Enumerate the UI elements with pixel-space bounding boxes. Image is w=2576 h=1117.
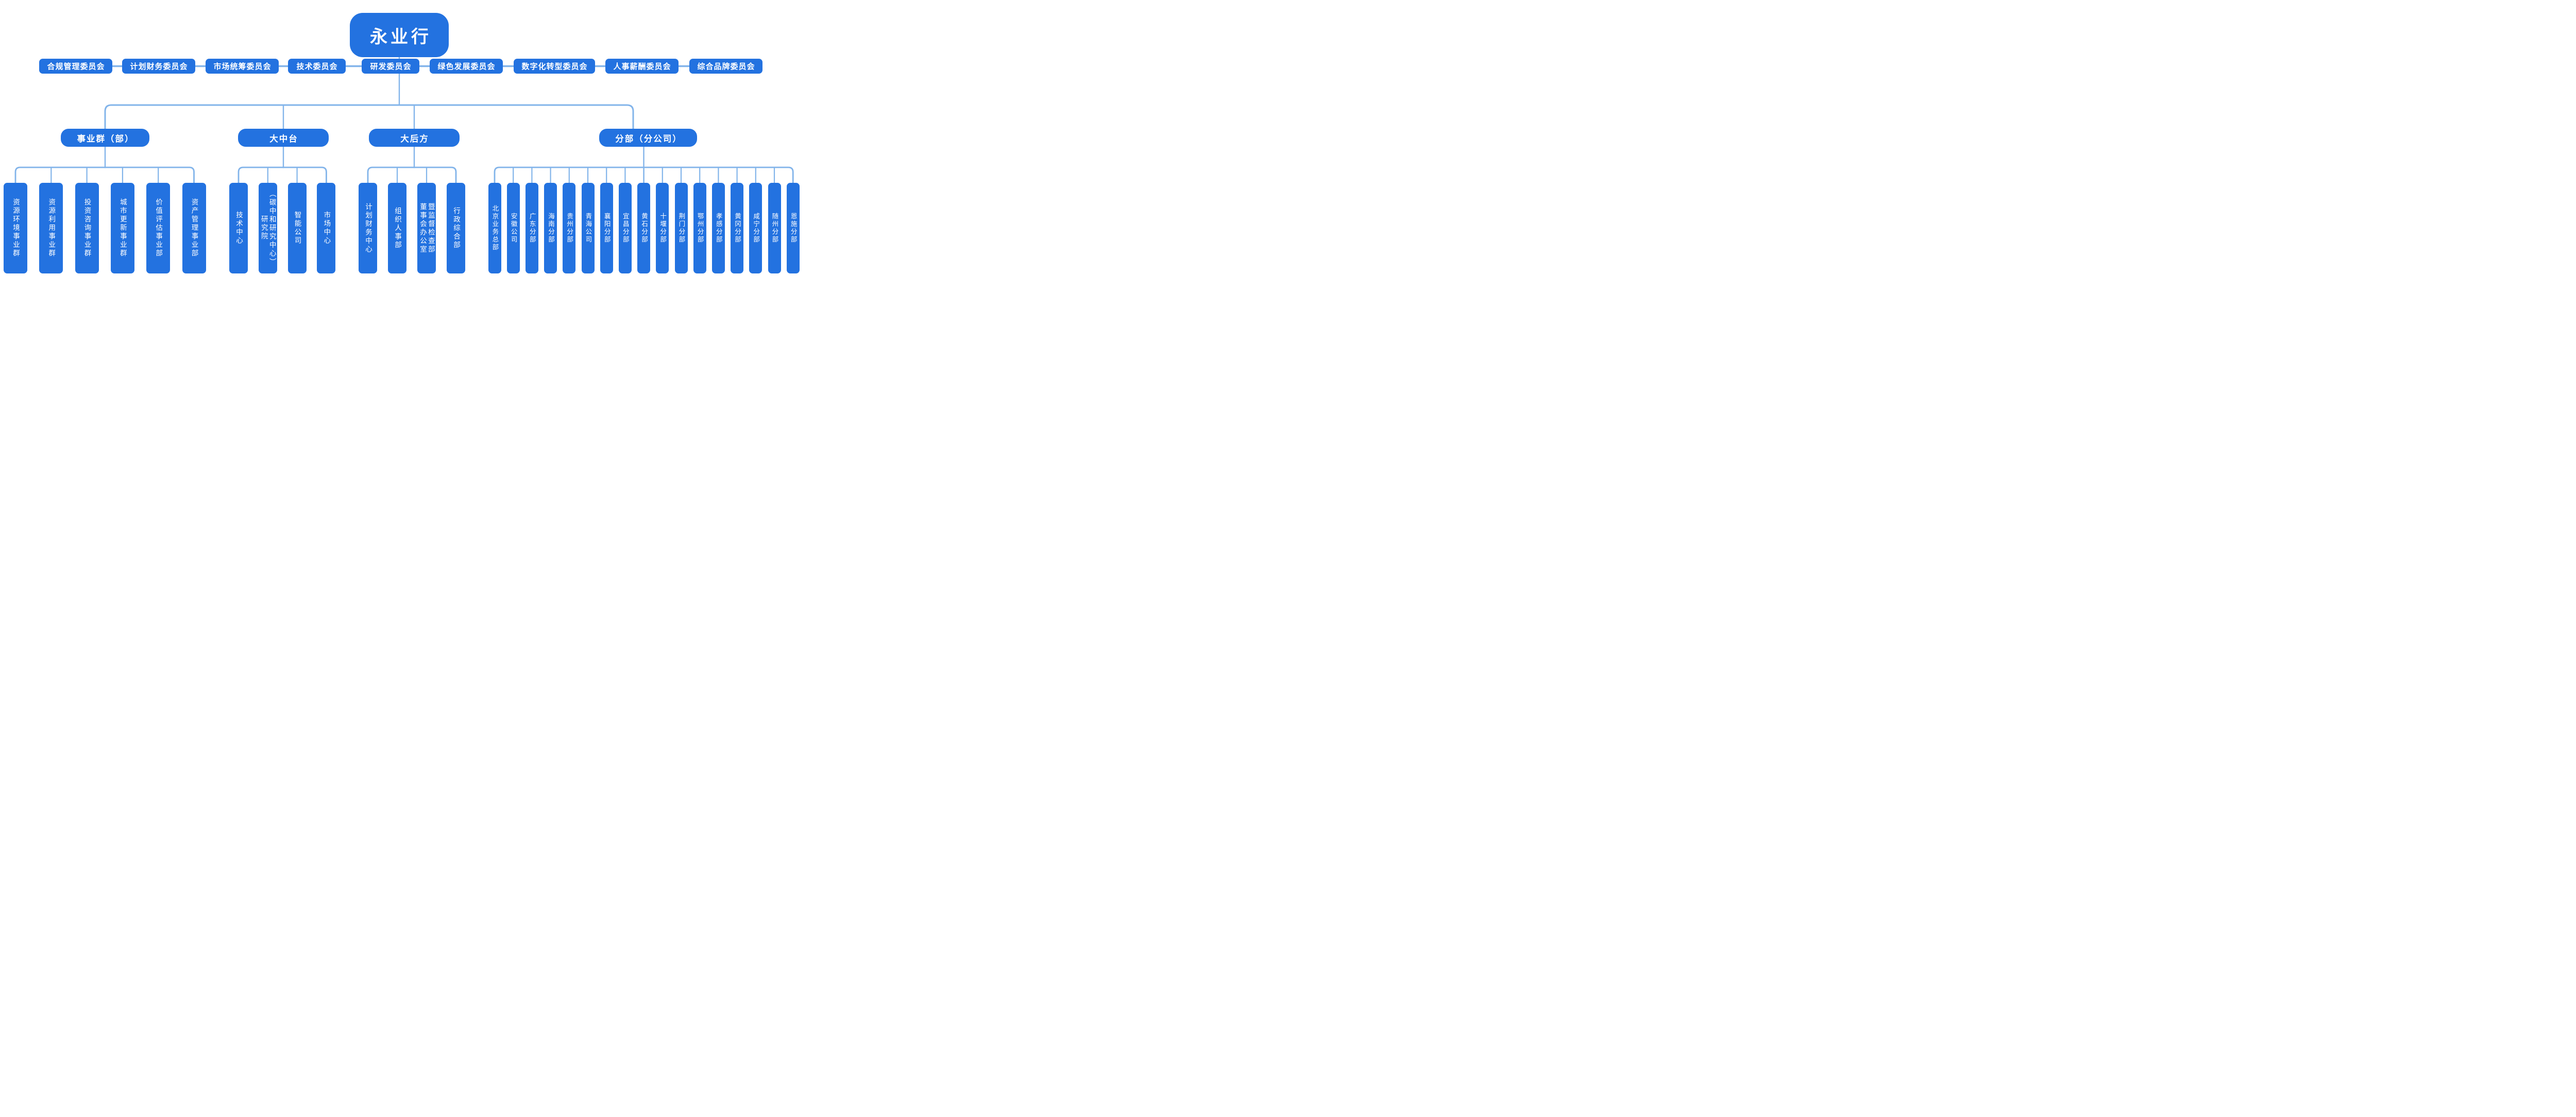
dept-node-label: 董事会办公室 暨监督检查部	[419, 202, 435, 254]
dept-node: 鄂州分部	[693, 183, 706, 273]
dept-node: 组织人事部	[388, 183, 406, 273]
dept-node-label: 资源环境事业群	[11, 198, 20, 258]
dept-node: 市场中心	[317, 183, 336, 273]
committee-node: 绿色发展委员会	[429, 59, 503, 74]
committee-node: 市场统筹委员会	[205, 59, 279, 74]
dept-node: 青海公司	[581, 183, 595, 273]
dept-node: 荆门分部	[674, 183, 688, 273]
dept-node-label: 荆门分部	[677, 213, 685, 244]
dept-node-label: 黄石分部	[640, 213, 648, 244]
dept-node: 广东分部	[525, 183, 538, 273]
dept-node: 城市更新事业群	[110, 183, 134, 273]
dept-node-label: 青海公司	[584, 213, 592, 244]
dept-node-label: 技术中心	[234, 211, 243, 245]
dept-node-label: 随州分部	[771, 213, 778, 244]
committee-node: 数字化转型委员会	[514, 59, 595, 74]
dept-node-label: 资产管理事业部	[190, 198, 198, 258]
dept-node-label: 十堰分部	[659, 213, 667, 244]
dept-node-label: 恩施分部	[789, 213, 797, 244]
dept-node-label: 咸宁分部	[752, 213, 760, 244]
org-node-root: 永业行	[350, 13, 449, 57]
dept-node: 黄石分部	[637, 183, 651, 273]
dept-node-label: 价值评估事业部	[155, 198, 163, 258]
committee-node: 研发委员会	[362, 59, 419, 74]
committee-node: 综合品牌委员会	[689, 59, 763, 74]
dept-node: 价值评估事业部	[146, 183, 171, 273]
dept-node: 资源环境事业群	[4, 183, 27, 273]
dept-node-label: 宜昌分部	[621, 213, 629, 244]
dept-node: 随州分部	[768, 183, 781, 273]
dept-node: 研究院 （碳中和研究中心）	[258, 183, 277, 273]
dept-node: 襄阳分部	[600, 183, 613, 273]
dept-node: 贵州分部	[563, 183, 576, 273]
dept-node-label: 鄂州分部	[696, 213, 704, 244]
dept-node-label: 城市更新事业群	[118, 198, 127, 258]
org-chart: 永业行 合规管理委员会计划财务委员会市场统筹委员会技术委员会 研发委员会绿色发展委…	[0, 0, 802, 279]
dept-node: 资源利用事业群	[39, 183, 63, 273]
group-pill: 大后方	[369, 129, 460, 147]
group-pill: 分部（分公司）	[599, 129, 697, 147]
dept-node: 技术中心	[229, 183, 248, 273]
group-pill: 大中台	[238, 129, 329, 147]
dept-node-label: 组织人事部	[393, 207, 401, 250]
dept-node-label: 海南分部	[547, 213, 554, 244]
dept-node: 黄冈分部	[731, 183, 744, 273]
dept-node-label: 智能公司	[293, 211, 301, 245]
dept-node-label: 襄阳分部	[603, 213, 611, 244]
dept-node-label: 广东分部	[528, 213, 536, 244]
dept-node: 董事会办公室 暨监督检查部	[417, 183, 436, 273]
committee-node: 合规管理委员会	[39, 59, 113, 74]
dept-node: 智能公司	[287, 183, 307, 273]
dept-node: 宜昌分部	[618, 183, 632, 273]
dept-node-label: 计划财务中心	[364, 202, 372, 254]
dept-node: 行政综合部	[447, 183, 465, 273]
dept-node: 投资咨询事业群	[75, 183, 99, 273]
dept-node: 海南分部	[544, 183, 557, 273]
dept-node: 资产管理事业部	[182, 183, 206, 273]
dept-node-label: 资源利用事业群	[47, 198, 56, 258]
dept-node: 孝感分部	[711, 183, 725, 273]
dept-node-label: 黄冈分部	[733, 213, 741, 244]
dept-node-label: 投资咨询事业群	[83, 198, 91, 258]
dept-node: 北京业务总部	[488, 183, 501, 273]
committee-node: 计划财务委员会	[122, 59, 196, 74]
dept-node: 安徽公司	[506, 183, 520, 273]
dept-node-label: 安徽公司	[510, 213, 517, 244]
committee-node: 人事薪酬委员会	[605, 59, 679, 74]
committee-node: 技术委员会	[288, 59, 346, 74]
dept-node: 恩施分部	[786, 183, 800, 273]
group-pill: 事业群（部）	[61, 129, 149, 147]
dept-node: 咸宁分部	[749, 183, 762, 273]
dept-node-label: 孝感分部	[715, 213, 722, 244]
dept-node-label: 市场中心	[323, 211, 331, 245]
dept-node: 计划财务中心	[359, 183, 377, 273]
dept-node-label: 行政综合部	[452, 207, 460, 250]
dept-node-label: 北京业务总部	[491, 205, 499, 251]
dept-node: 十堰分部	[656, 183, 669, 273]
dept-node-label: 贵州分部	[566, 213, 573, 244]
dept-node-label: 研究院 （碳中和研究中心）	[260, 190, 276, 267]
